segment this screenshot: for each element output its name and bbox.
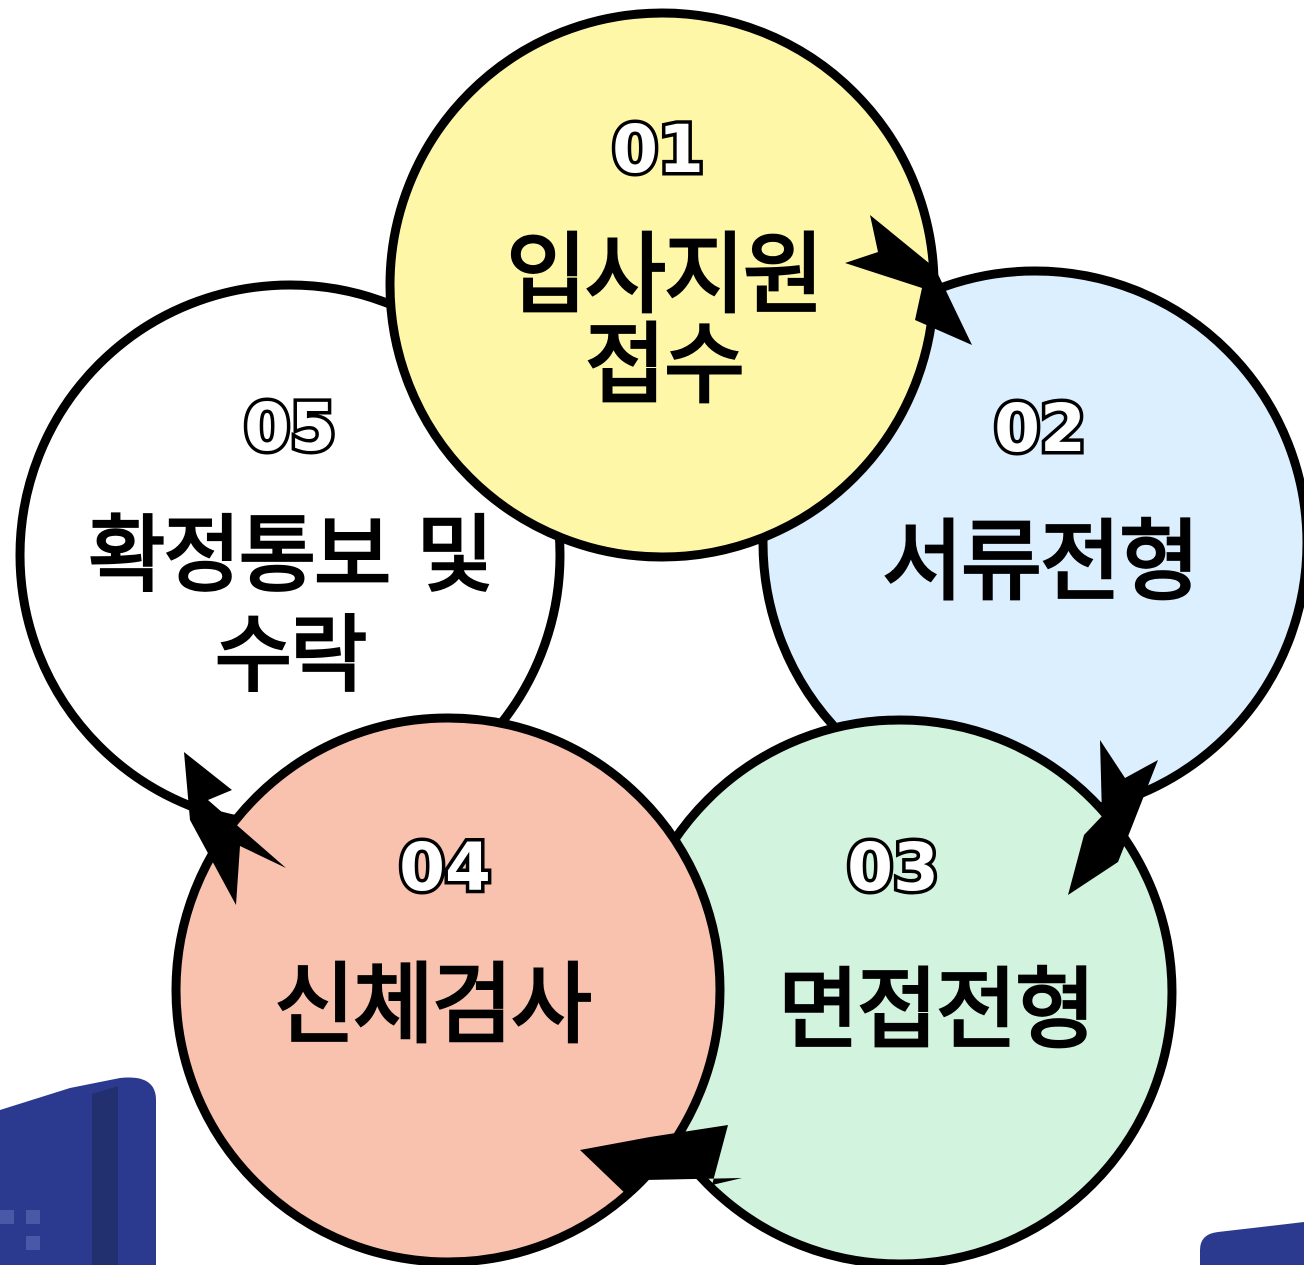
- step-number-05: 05: [244, 389, 336, 466]
- step-number-04: 04: [399, 829, 491, 906]
- building-decoration-right: [1200, 1222, 1304, 1265]
- step-number-01: 01: [612, 111, 704, 188]
- step-number-02: 02: [994, 390, 1086, 467]
- step-label-01-line1: 입사지원: [506, 223, 822, 326]
- arrow-04-to-05-icon: [184, 752, 286, 905]
- step-label-04: 신체검사: [274, 953, 591, 1056]
- step-label-02: 서류전형: [882, 510, 1198, 613]
- step-label-01-line2: 접수: [585, 313, 743, 416]
- step-label-05-line2: 수락: [215, 606, 366, 704]
- arrow-03-to-04-icon: [580, 1125, 742, 1198]
- building-decoration-left: [0, 1077, 156, 1265]
- arrow-02-to-03-icon: [1068, 740, 1158, 895]
- step-circle-04: [171, 713, 725, 1265]
- step-circle-04-shape: [171, 713, 725, 1265]
- step-label-03: 면접전형: [778, 958, 1094, 1061]
- step-label-05-line1: 확정통보 및: [88, 506, 492, 604]
- arrow-01-to-02-icon: [845, 215, 972, 345]
- step-number-03: 03: [847, 829, 939, 906]
